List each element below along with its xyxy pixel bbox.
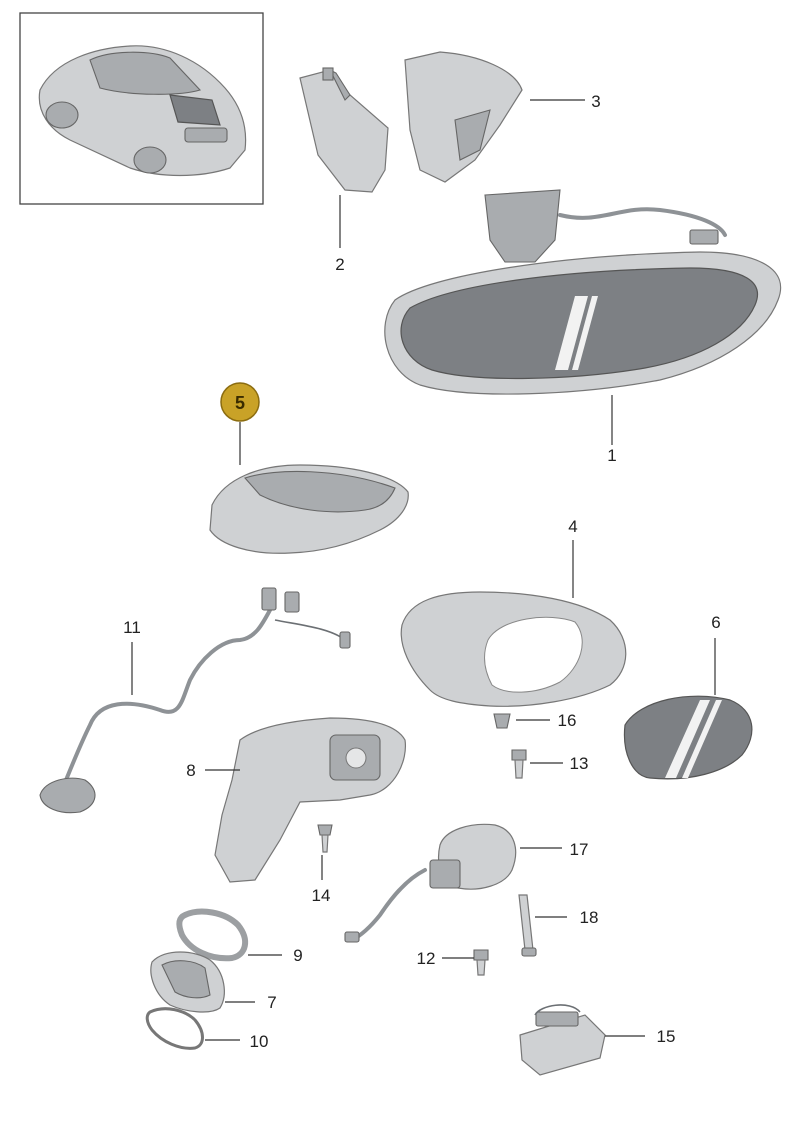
part-3-cover — [404, 51, 523, 183]
leader-lines — [131, 99, 716, 1041]
label-part-4[interactable]: 4 — [568, 517, 577, 536]
part-18-long-screw — [518, 894, 537, 957]
label-part-15[interactable]: 15 — [657, 1027, 676, 1046]
part-14-screw — [317, 824, 333, 853]
part-1-rearview-mirror — [384, 189, 782, 395]
label-part-8[interactable]: 8 — [186, 761, 195, 780]
highlight-badge[interactable]: 5 — [220, 382, 260, 422]
part-6-mirror-glass — [623, 695, 753, 780]
label-part-9[interactable]: 9 — [293, 946, 302, 965]
label-part-6[interactable]: 6 — [711, 613, 720, 632]
vehicle-inset — [19, 12, 264, 205]
part-9-seal — [176, 908, 249, 962]
badge-label: 5 — [235, 393, 245, 413]
part-5-mirror-cap — [209, 464, 409, 554]
label-part-17[interactable]: 17 — [570, 840, 589, 859]
part-number-labels: 1 2 3 4 6 7 8 9 10 11 12 13 14 15 16 17 … — [123, 92, 721, 1051]
label-part-12[interactable]: 12 — [417, 949, 436, 968]
part-12-screw — [473, 949, 489, 976]
label-part-16[interactable]: 16 — [558, 711, 577, 730]
part-10-gasket — [145, 1007, 204, 1050]
label-part-18[interactable]: 18 — [580, 908, 599, 927]
label-part-11[interactable]: 11 — [123, 618, 141, 637]
label-part-3[interactable]: 3 — [591, 92, 600, 111]
label-part-2[interactable]: 2 — [335, 255, 344, 274]
car-illustration — [38, 45, 247, 177]
label-part-1[interactable]: 1 — [607, 446, 616, 465]
label-part-10[interactable]: 10 — [250, 1032, 269, 1051]
label-part-7[interactable]: 7 — [267, 993, 276, 1012]
part-16-clip — [493, 713, 511, 729]
part-13-screw — [511, 749, 527, 779]
part-4-mirror-housing — [400, 591, 627, 707]
label-part-14[interactable]: 14 — [312, 886, 331, 905]
part-11-wiring-harness — [39, 587, 351, 814]
part-15-control-unit — [519, 1004, 606, 1076]
label-part-13[interactable]: 13 — [570, 754, 589, 773]
part-17-adjustment-motor — [344, 823, 517, 943]
part-8-mirror-base — [214, 717, 407, 883]
part-7-base-trim — [150, 951, 225, 1013]
part-2-cover — [299, 67, 389, 193]
